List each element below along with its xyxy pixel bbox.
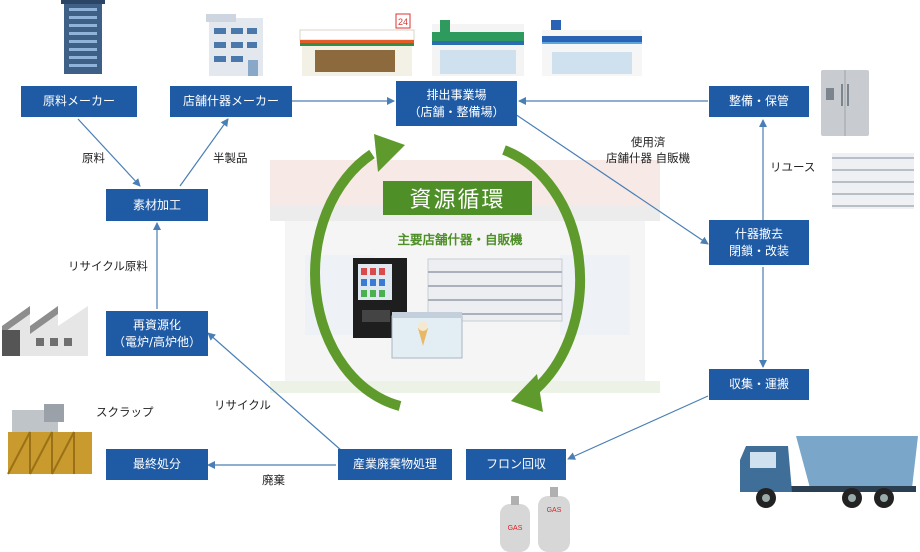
recycled-raw-label: リサイクル原料 [68, 259, 148, 273]
freon-recovery-box: フロン回収 [466, 449, 566, 480]
arrow-industrial-to-regen [207, 332, 343, 452]
disposal-label: 廃棄 [262, 473, 285, 487]
resource-cycle-title: 資源循環 [383, 181, 532, 215]
freon-recovery-label: フロン回収 [485, 457, 546, 471]
arrow-collection-to-freon [567, 395, 709, 460]
regeneration-box: 再資源化 （電炉/高炉他） [106, 311, 208, 356]
recycle-label: リサイクル [214, 398, 271, 412]
final-disposal-label: 最終処分 [132, 457, 181, 471]
fixture-removal-box: 什器撤去 閉鎖・改装 [709, 220, 809, 265]
svg-text:24: 24 [398, 17, 408, 27]
used-fixtures-sublabel: 店舗什器 自販機 [606, 151, 691, 165]
scrap-container-icon [7, 404, 92, 475]
maintenance-box: 整備・保管 [709, 86, 809, 117]
gas-cylinder-icon: GAS [500, 496, 530, 552]
collection-label: 収集・運搬 [728, 377, 789, 391]
arrow-raw-to-material [77, 118, 141, 187]
industrial-waste-label: 産業廃棄物処理 [352, 457, 437, 471]
regeneration-label: 再資源化 [132, 317, 181, 332]
material-processing-label: 素材加工 [132, 197, 181, 212]
gas-cylinder-icon: GAS [538, 487, 570, 552]
scrap-label: スクラップ [96, 405, 154, 419]
convenience-store-icon: 24 [299, 13, 415, 76]
industrial-waste-box: 産業廃棄物処理 [338, 449, 452, 480]
fixture-maker-box: 店舗什器メーカー [170, 86, 292, 117]
material-processing-box: 素材加工 [106, 189, 208, 221]
fixture-maker-label: 店舗什器メーカー [182, 94, 279, 108]
reuse-label: リユース [770, 160, 816, 174]
office-building-icon [61, 0, 105, 74]
convenience-store-icon [432, 20, 524, 76]
used-fixtures-label: 使用済 店舗什器 自販機 [606, 134, 690, 166]
refrigerator-icon [821, 70, 869, 136]
semi-product-label: 半製品 [213, 151, 248, 165]
maintenance-label: 整備・保管 [728, 94, 789, 108]
svg-text:GAS: GAS [547, 507, 562, 514]
factory-icon [2, 306, 88, 356]
fixture-removal-label: 什器撤去 [734, 226, 783, 241]
discharge-site-sublabel: （店舗・整備場） [408, 104, 505, 119]
final-disposal-box: 最終処分 [106, 449, 208, 480]
shelf-icon [832, 153, 914, 209]
svg-text:GAS: GAS [508, 525, 523, 532]
regeneration-sublabel: （電炉/高炉他） [112, 334, 202, 349]
used-label: 使用済 [630, 135, 666, 149]
convenience-store-icon [542, 20, 642, 76]
dump-truck-icon [740, 436, 918, 508]
collection-box: 収集・運搬 [709, 369, 809, 400]
fixture-factory-icon [206, 14, 263, 76]
arrow-discharge-to-removal [514, 113, 709, 245]
resource-cycle-subtitle: 主要店舗什器・自販機 [397, 232, 523, 247]
arrow-material-to-fixture [179, 118, 229, 187]
freezer-icon [391, 312, 463, 359]
fixture-removal-sublabel: 閉鎖・改装 [728, 243, 789, 258]
raw-label: 原料 [82, 151, 105, 165]
raw-material-maker-label: 原料メーカー [42, 94, 115, 108]
discharge-site-box: 排出事業場 （店舗・整備場） [396, 81, 517, 126]
display-shelf-icon [427, 258, 563, 322]
raw-material-maker-box: 原料メーカー [21, 86, 137, 117]
discharge-site-label: 排出事業場 [426, 87, 487, 102]
